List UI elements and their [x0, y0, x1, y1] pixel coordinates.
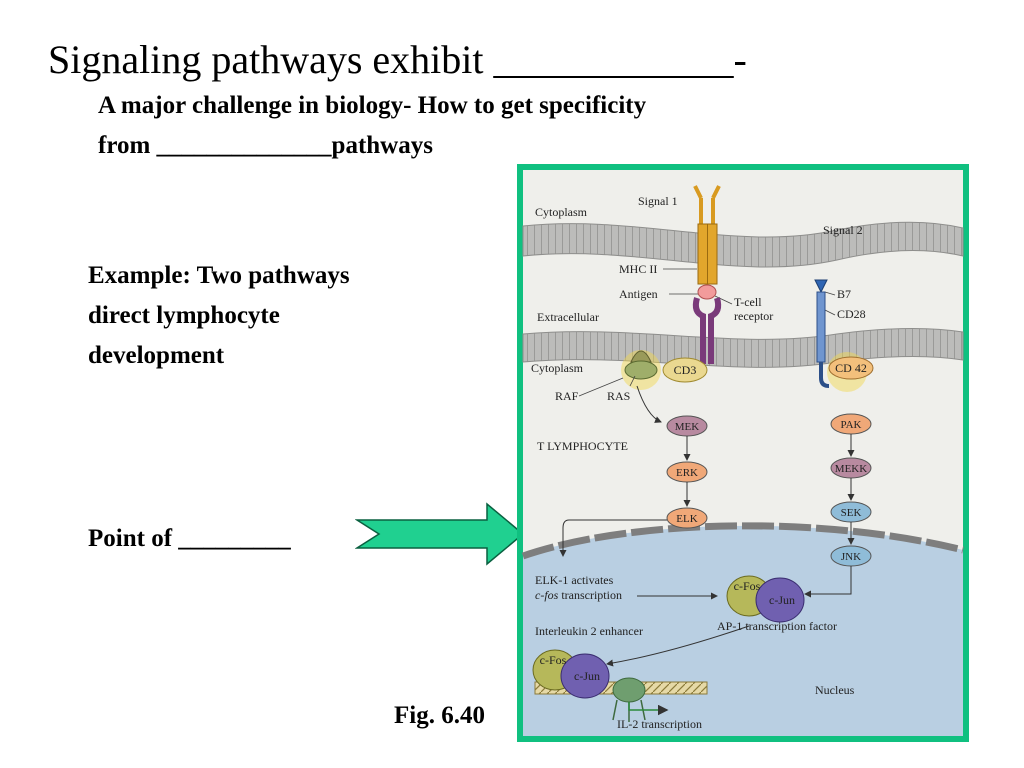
ap1-cfos-label: c-Fos — [734, 579, 761, 593]
right-pathway: PAK MEKK SEK JNK — [830, 413, 872, 567]
signaling-pathway-figure: Cytoplasm Signal 1 Signal 2 MHC II Antig… — [517, 164, 969, 742]
example-line-3: development — [88, 342, 225, 369]
bound-cfos-label: c-Fos — [540, 653, 567, 667]
antigen-peptide — [697, 284, 717, 300]
bound-cjun-label: c-Jun — [574, 669, 600, 683]
right-label-sek: SEK — [841, 507, 862, 519]
left-label-erk: ERK — [676, 467, 698, 479]
ap1-label: AP-1 transcription factor — [717, 619, 837, 633]
ras-label: RAS — [607, 389, 630, 403]
right-label-mekk: MEKK — [835, 463, 867, 475]
example-line-1: Example: Two pathways — [88, 262, 350, 289]
point-of-text: Point of _________ — [88, 525, 291, 552]
t-cell-receptor — [692, 297, 722, 364]
left-node-elk — [666, 507, 708, 529]
raf-label: RAF — [555, 389, 579, 403]
ap1-cjun-label: c-Jun — [769, 593, 795, 607]
pointer-arrow-icon — [355, 502, 525, 566]
jnk-arrow — [804, 566, 852, 598]
left-label-mek: MEK — [675, 421, 700, 433]
mhc-label: MHC II — [619, 262, 657, 276]
tcr-label-1: T-cell — [734, 295, 762, 309]
raf-ras-cd3-complex: CD3 — [621, 350, 708, 390]
nuclear-envelope — [521, 522, 964, 560]
tcr-label-2: receptor — [734, 309, 773, 323]
cytoplasm-mid-label: Cytoplasm — [531, 361, 584, 375]
subtitle-line-2: from ______________pathways — [98, 132, 433, 159]
t-lymphocyte-label: T LYMPHOCYTE — [537, 439, 628, 453]
cd3-label: CD3 — [674, 363, 697, 377]
b7-cd28-receptor — [814, 279, 830, 388]
example-line-2: direct lymphocyte — [88, 302, 280, 329]
figure-caption: Fig. 6.40 — [394, 702, 485, 729]
cd42-label: CD 42 — [835, 361, 867, 375]
right-label-jnk: JNK — [841, 551, 861, 563]
bound-ap1: c-Fos c-Jun — [532, 649, 610, 699]
ap1-complex: c-Fos c-Jun — [726, 575, 805, 623]
slide-title: Signaling pathways exhibit ____________- — [48, 37, 747, 82]
transcription-arrow — [628, 702, 669, 716]
elk-arrow — [559, 519, 667, 557]
transcription-complex — [612, 677, 646, 722]
cd42-complex: CD 42 — [827, 352, 874, 392]
extracellular-label: Extracellular — [537, 310, 599, 324]
il2-enhancer-label: Interleukin 2 enhancer — [535, 624, 643, 638]
subtitle-line-1: A major challenge in biology- How to get… — [98, 92, 647, 119]
mhc-ii-receptor — [693, 185, 721, 285]
cfos-transcription-label: c-fos transcription — [535, 588, 622, 602]
left-pathway: MEK ERK ELK — [666, 415, 708, 529]
il2-transcription-label: IL-2 transcription — [617, 717, 702, 731]
right-label-pak: PAK — [841, 419, 862, 431]
b7-label: B7 — [837, 287, 851, 301]
elk-activates-label: ELK-1 activates — [535, 573, 614, 587]
signal2-label: Signal 2 — [823, 223, 863, 237]
cd28-label: CD28 — [837, 307, 866, 321]
antigen-label: Antigen — [619, 287, 658, 301]
signal1-label: Signal 1 — [638, 194, 678, 208]
cytoplasm-top-label: Cytoplasm — [535, 205, 588, 219]
nucleus-label: Nucleus — [815, 683, 855, 697]
left-label-elk: ELK — [676, 513, 697, 525]
